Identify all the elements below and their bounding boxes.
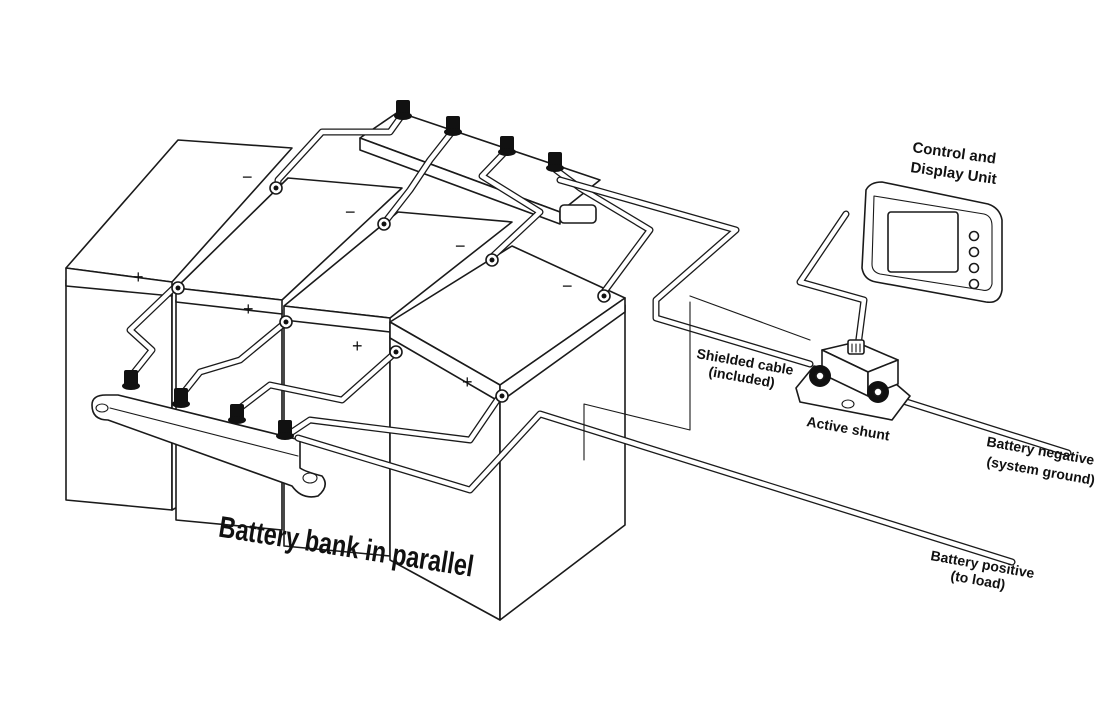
battery-3-negative-symbol: − [455,236,466,256]
bus-positive-post-3 [228,404,246,424]
battery-2-negative-symbol: − [345,202,356,222]
positive-busbar [91,394,326,498]
bus-negative-post-4 [546,152,564,172]
bus-negative-post-2 [444,116,462,136]
control-display-unit [861,181,1003,304]
battery-3-positive-symbol: + [352,336,363,356]
bus-positive-post-2 [172,388,190,408]
battery-terminal-nuts [171,181,611,403]
bus-negative-post-3 [498,136,516,156]
negative-busbar [359,111,601,225]
battery-4-positive-symbol: + [462,372,473,392]
bus-negative-post-1 [394,100,412,120]
battery-cables [126,114,1072,566]
display-button-2 [968,246,980,258]
active-shunt [795,339,911,421]
battery-4-negative-symbol: − [562,276,573,296]
battery-bank: − + − + − + − + [65,139,626,621]
display-button-1 [968,230,980,242]
terminal-posts [122,100,611,440]
battery-1-negative-symbol: − [242,167,253,187]
bus-positive-post-4 [276,420,294,440]
battery-2-positive-symbol: + [243,299,254,319]
display-button-4 [968,278,980,290]
bus-positive-post-1 [122,370,140,390]
battery-4: − + [389,245,626,621]
display-screen [887,211,959,273]
display-button-3 [968,262,980,274]
battery-1-positive-symbol: + [133,267,144,287]
